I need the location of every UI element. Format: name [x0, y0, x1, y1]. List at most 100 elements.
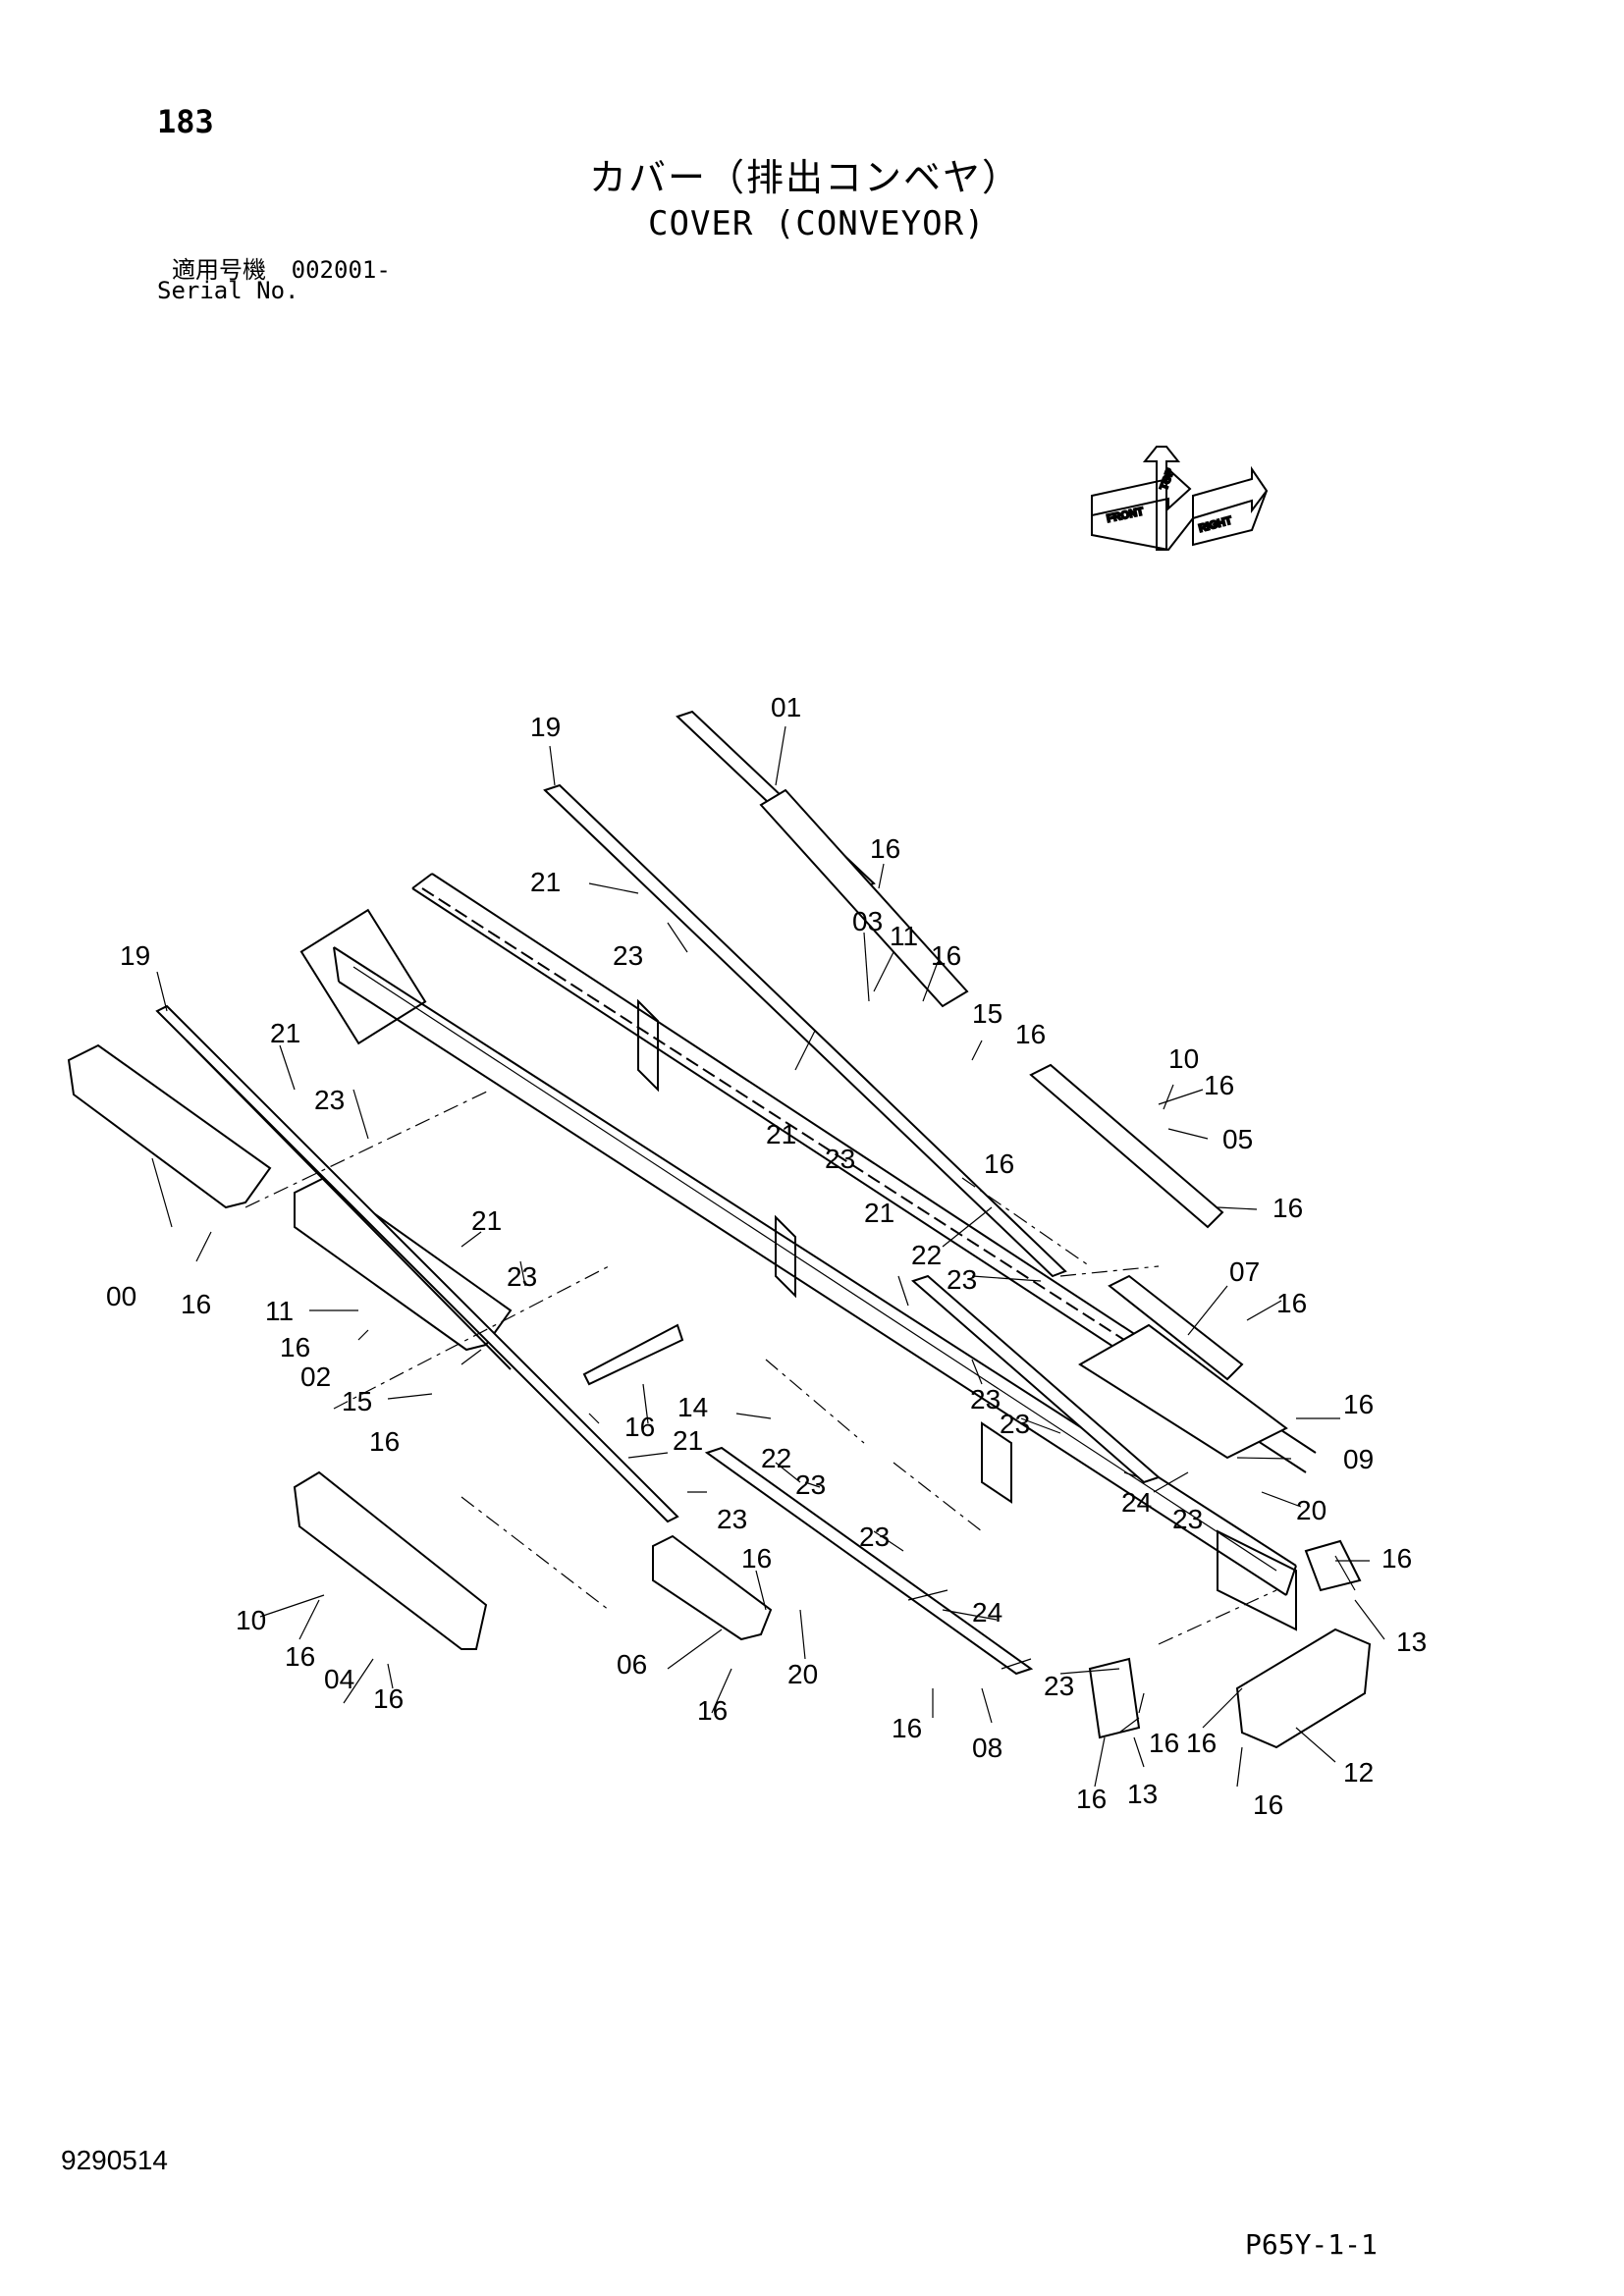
page-title-japanese: カバー（排出コンベヤ）: [589, 156, 1022, 199]
callout-label: 19: [530, 712, 561, 742]
orientation-top-label: TOP: [1159, 467, 1177, 492]
rail-21-left: [186, 1040, 512, 1370]
document-number: 9290514: [61, 2145, 169, 2175]
callout-label: 23: [717, 1504, 747, 1534]
callout-label: 23: [947, 1264, 977, 1295]
cover-panel-12: [1235, 1628, 1372, 1749]
callout-labels: 01 19 16 21 03 11 16 23 19 21 15 16 10 1…: [106, 692, 1427, 1820]
rail-19-right: [543, 783, 1067, 1278]
page-number: 183: [157, 103, 214, 140]
callout-label: 08: [972, 1733, 1002, 1763]
callout-label: 23: [314, 1085, 345, 1115]
callout-label: 20: [1296, 1495, 1326, 1525]
rail-19-left: [155, 1004, 679, 1523]
callout-label: 23: [970, 1384, 1001, 1415]
callout-label: 22: [761, 1443, 791, 1473]
cover-panel-05: [1029, 1063, 1224, 1229]
cover-panel-07: [1108, 1274, 1244, 1381]
callout-label: 16: [870, 833, 900, 864]
rail-22-right: [911, 1274, 1161, 1484]
callout-label: 16: [1204, 1070, 1234, 1100]
callout-label: 21: [673, 1425, 703, 1456]
assembly-guide-lines: [244, 1089, 1277, 1645]
callout-label: 16: [1253, 1789, 1283, 1820]
callout-label: 16: [1076, 1784, 1107, 1814]
callout-label: 23: [1044, 1671, 1074, 1701]
orientation-indicator-icon: FRONT RIGHT TOP: [1091, 446, 1269, 552]
callout-label: 14: [677, 1392, 708, 1422]
callout-label: 15: [972, 998, 1002, 1029]
callout-label: 21: [530, 867, 561, 897]
callout-label: 05: [1222, 1124, 1253, 1154]
callout-label: 16: [181, 1289, 211, 1319]
page-reference: P65Y-1-1: [1245, 2228, 1378, 2261]
callout-label: 06: [617, 1649, 647, 1680]
callout-label: 03: [852, 906, 883, 936]
callout-label: 24: [972, 1597, 1002, 1628]
cover-panel-13b: [1304, 1539, 1362, 1592]
callout-label: 23: [1000, 1409, 1030, 1439]
orientation-front-label: FRONT: [1106, 506, 1145, 525]
serial-label-english: Serial No.: [157, 277, 299, 304]
callout-label: 20: [787, 1659, 818, 1689]
callout-label: 16: [369, 1426, 400, 1457]
callout-label: 16: [1149, 1728, 1179, 1758]
callout-label: 19: [120, 940, 150, 971]
callout-label: 10: [1168, 1043, 1199, 1074]
callout-label: 16: [1343, 1389, 1374, 1419]
callout-label: 21: [471, 1205, 502, 1236]
callout-label: 12: [1343, 1757, 1374, 1788]
callout-label: 02: [300, 1362, 331, 1392]
callout-label: 15: [342, 1386, 372, 1416]
callout-label: 22: [911, 1240, 942, 1270]
callout-label: 21: [270, 1018, 300, 1048]
page-title-english: COVER (CONVEYOR): [648, 204, 986, 243]
cover-panel-00: [67, 1043, 272, 1209]
callout-label: 23: [825, 1144, 855, 1174]
callout-label: 24: [1121, 1487, 1152, 1518]
callout-label: 21: [864, 1198, 894, 1228]
callout-label: 13: [1396, 1627, 1427, 1657]
callout-label: 16: [1381, 1543, 1412, 1574]
callout-label: 16: [373, 1683, 404, 1714]
orientation-right-label: RIGHT: [1198, 514, 1233, 535]
callout-label: 04: [324, 1664, 354, 1694]
callout-label: 16: [1015, 1019, 1046, 1049]
callout-label: 16: [892, 1713, 922, 1743]
serial-applicability: 適用号機 002001-: [172, 250, 391, 285]
callout-label: 23: [613, 940, 643, 971]
callout-label: 11: [890, 921, 918, 951]
callout-leaders: [151, 725, 1385, 1788]
callout-label: 16: [697, 1695, 728, 1726]
callout-label: 21: [766, 1119, 796, 1149]
callout-label: 23: [795, 1469, 826, 1500]
callout-label: 10: [236, 1605, 266, 1635]
callout-label: 16: [984, 1148, 1014, 1179]
serial-value: 002001-: [291, 256, 391, 284]
callout-label: 16: [624, 1412, 655, 1442]
serial-label-japanese: 適用号機: [172, 256, 266, 284]
callout-label: 23: [859, 1522, 890, 1552]
callout-label: 09: [1343, 1444, 1374, 1474]
cover-panels: [67, 710, 1372, 1749]
callout-label: 16: [1276, 1288, 1307, 1318]
bracket-14: [582, 1323, 684, 1386]
cover-panel-03: [759, 788, 969, 1008]
callout-label: 11: [265, 1296, 294, 1326]
callout-label: 16: [280, 1332, 310, 1362]
callout-label: 16: [931, 940, 961, 971]
callout-label: 16: [1272, 1193, 1303, 1223]
cover-panel-04: [293, 1470, 488, 1650]
callout-label: 00: [106, 1281, 136, 1311]
callout-label: 13: [1127, 1779, 1158, 1809]
cover-panel-06: [652, 1534, 773, 1641]
cover-panel-13a: [1088, 1657, 1141, 1739]
cover-panel-09: [1078, 1323, 1288, 1460]
callout-label: 16: [741, 1543, 772, 1574]
rail-22-center: [704, 1446, 1034, 1676]
callout-label: 16: [285, 1641, 315, 1672]
callout-label: 23: [1172, 1504, 1203, 1534]
callout-label: 07: [1229, 1256, 1260, 1287]
callout-label: 23: [507, 1261, 537, 1292]
